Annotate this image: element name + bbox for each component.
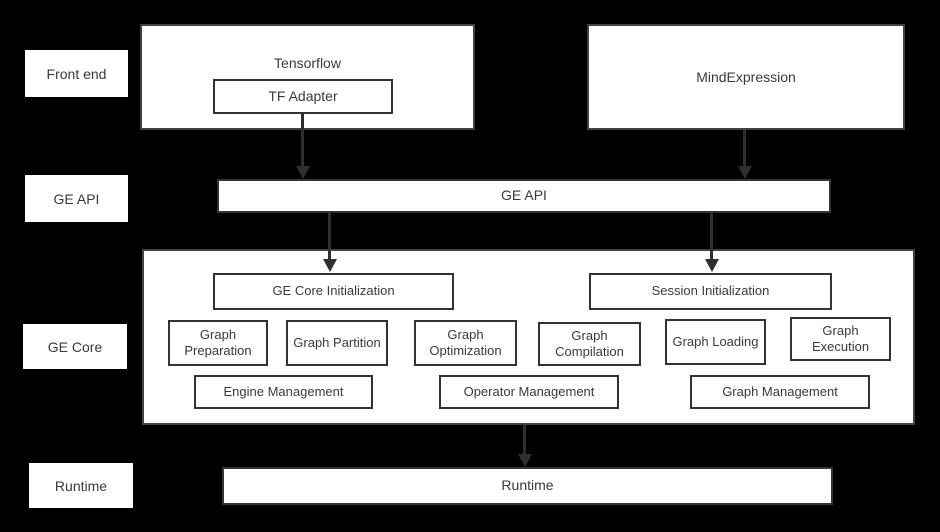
mindexpression-box: MindExpression [587,24,905,130]
graph-preparation-box: Graph Preparation [168,320,268,366]
arrow-line [710,213,713,261]
graph-optimization-box: Graph Optimization [414,320,517,366]
graph-management-box: Graph Management [690,375,870,409]
tier-label-runtime: Runtime [29,463,133,508]
runtime-bar: Runtime [222,467,833,505]
tensorflow-title: Tensorflow [274,55,341,71]
graph-compilation-box: Graph Compilation [538,322,641,366]
operator-management-box: Operator Management [439,375,619,409]
arrow-down-icon [323,259,337,272]
graph-execution-box: Graph Execution [790,317,891,361]
arrow-down-icon [296,166,310,179]
arrow-line [328,213,331,261]
ge-api-bar: GE API [217,179,831,213]
arrow-line [743,130,746,168]
arrow-down-icon [518,454,532,467]
tf-adapter-box: TF Adapter [213,79,393,114]
tensorflow-box: Tensorflow [140,24,475,130]
graph-loading-box: Graph Loading [665,319,766,365]
arrow-line [301,114,304,168]
tier-label-ge-api: GE API [25,175,128,222]
tier-label-front-end: Front end [25,50,128,97]
graph-partition-box: Graph Partition [286,320,388,366]
arrow-line [523,425,526,456]
tier-label-ge-core: GE Core [23,324,127,369]
arrow-down-icon [705,259,719,272]
engine-management-box: Engine Management [194,375,373,409]
session-initialization-box: Session Initialization [589,273,832,310]
arrow-down-icon [738,166,752,179]
ge-core-initialization-box: GE Core Initialization [213,273,454,310]
